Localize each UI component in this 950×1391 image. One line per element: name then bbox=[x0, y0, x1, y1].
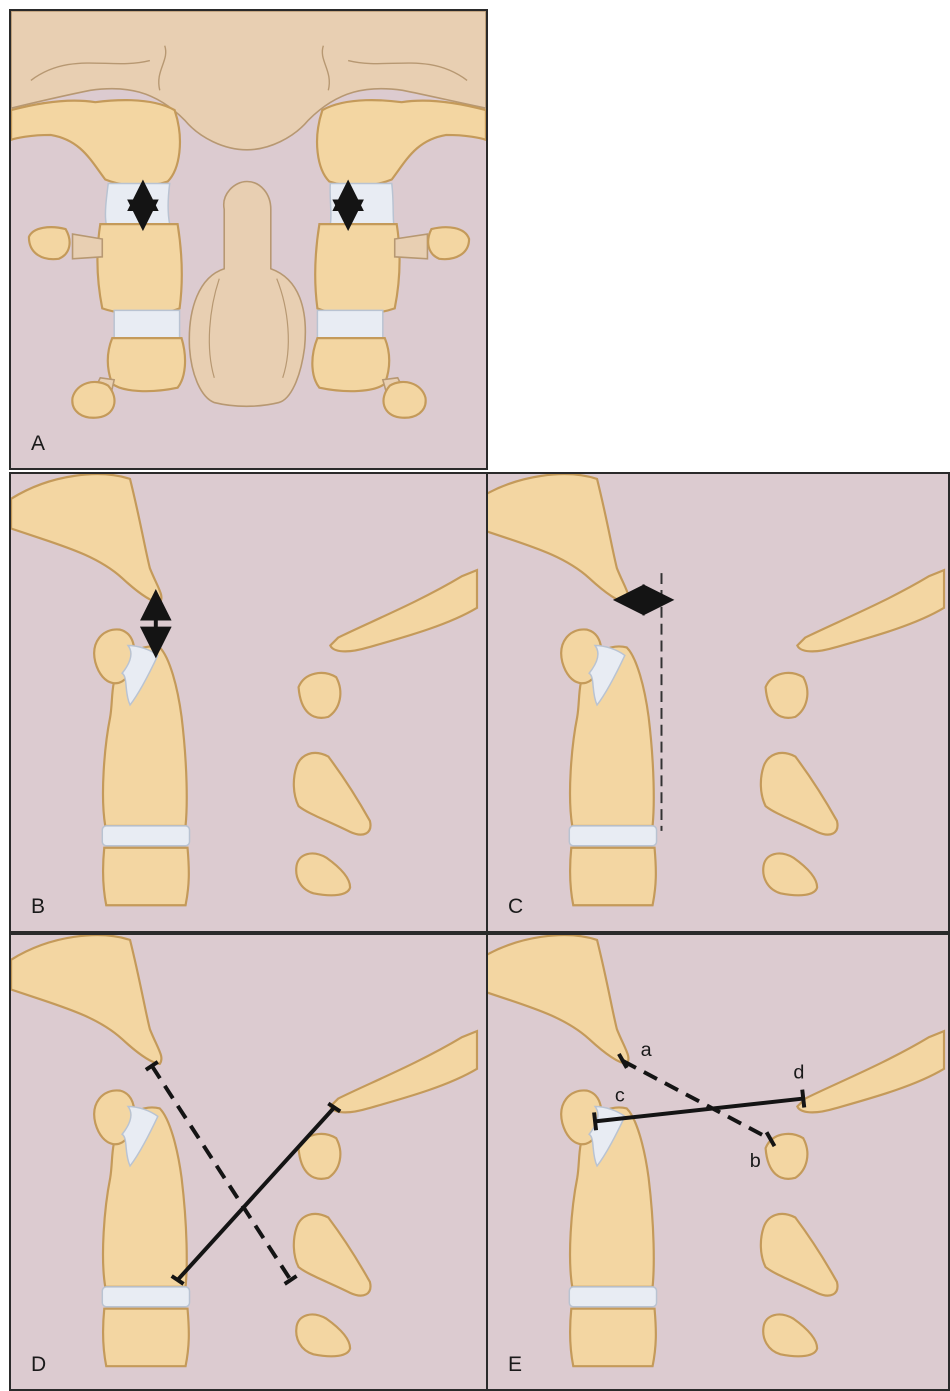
panel-b: B bbox=[9, 472, 488, 933]
panel-d: D bbox=[9, 933, 488, 1391]
measurement-line bbox=[623, 1061, 771, 1139]
panel-a: A bbox=[9, 9, 488, 470]
sagittal-diagram-c bbox=[488, 474, 948, 931]
panel-label-a: A bbox=[31, 432, 45, 456]
point-label-b: b bbox=[750, 1150, 761, 1172]
sagittal-diagram-e: a b c d bbox=[488, 935, 948, 1389]
point-label-d: d bbox=[793, 1062, 804, 1084]
coronal-craniovertebral-diagram bbox=[11, 11, 486, 468]
point-label-a: a bbox=[641, 1039, 653, 1061]
sagittal-diagram-b bbox=[11, 474, 486, 931]
panel-label-d: D bbox=[31, 1353, 46, 1377]
point-label-c: c bbox=[615, 1085, 625, 1107]
sagittal-diagram-d bbox=[11, 935, 486, 1389]
panel-c: C bbox=[486, 472, 950, 933]
panel-label-e: E bbox=[508, 1353, 522, 1377]
panel-label-c: C bbox=[508, 895, 523, 919]
panel-label-b: B bbox=[31, 895, 45, 919]
panel-e: a b c d E bbox=[486, 933, 950, 1391]
